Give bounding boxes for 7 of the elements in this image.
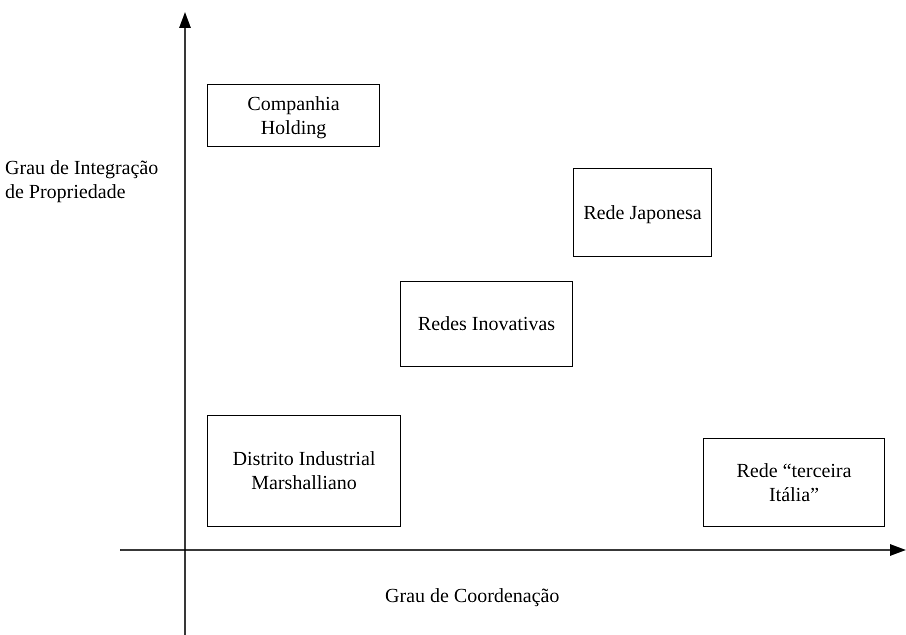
x-axis-title: Grau de Coordenação	[385, 584, 560, 608]
category-box: Companhia Holding	[207, 84, 380, 147]
y-axis-title: Grau de Integração de Propriedade	[5, 156, 160, 204]
category-box: Redes Inovativas	[400, 281, 573, 367]
category-box: Rede “terceira Itália”	[703, 438, 885, 527]
category-box: Distrito Industrial Marshalliano	[207, 415, 401, 527]
category-box: Rede Japonesa	[573, 168, 712, 257]
